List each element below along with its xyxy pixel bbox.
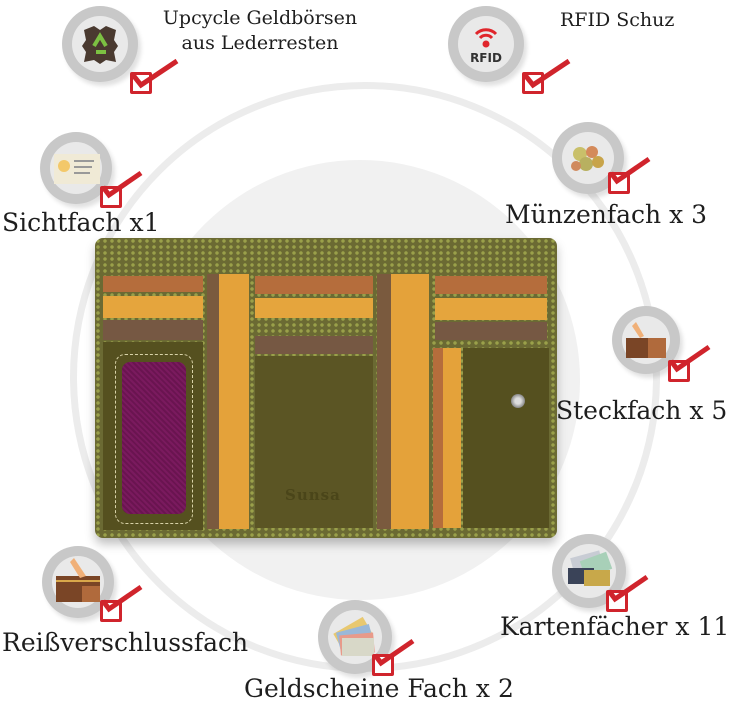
card-slot bbox=[435, 276, 547, 294]
id-window bbox=[122, 362, 186, 514]
feature-label-line: Upcycle Geldbörsen bbox=[162, 7, 358, 29]
card-slot bbox=[435, 322, 547, 340]
feature-label: Upcycle Geldbörsen aus Lederresten bbox=[160, 6, 360, 55]
feature-badge bbox=[62, 6, 138, 82]
card-slot bbox=[103, 276, 203, 292]
credit-cards-icon bbox=[568, 550, 613, 586]
leather-recycle-icon bbox=[82, 26, 118, 64]
feature-badge bbox=[552, 534, 626, 608]
svg-text:RFID: RFID bbox=[470, 51, 502, 65]
id-card-icon bbox=[54, 154, 100, 184]
feature-label: Geldscheine Fach x 2 bbox=[244, 674, 514, 703]
banknotes-icon bbox=[333, 616, 375, 656]
rfid-icon: RFID bbox=[470, 28, 502, 65]
checkmark-icon bbox=[130, 58, 179, 94]
checkmark-icon bbox=[606, 574, 649, 612]
feature-label: Steckfach x 5 bbox=[556, 396, 728, 425]
feature-badge: RFID bbox=[448, 6, 524, 82]
feature-label: RFID Schuz bbox=[560, 9, 675, 31]
snap-button bbox=[511, 394, 525, 408]
wallet-image: Sunsa bbox=[95, 238, 557, 538]
feature-label-line: aus Lederresten bbox=[181, 31, 339, 54]
feature-label: Sichtfach x1 bbox=[2, 208, 160, 237]
checkmark-icon bbox=[372, 638, 415, 676]
feature-badge bbox=[318, 600, 392, 674]
checkmark-icon bbox=[608, 156, 651, 194]
bill-pocket: Sunsa bbox=[255, 356, 373, 528]
card-slot bbox=[255, 336, 373, 354]
feature-label: Reißverschlussfach bbox=[2, 628, 249, 657]
feature-badge bbox=[42, 546, 114, 618]
checkmark-icon bbox=[100, 584, 143, 622]
coins-icon bbox=[571, 146, 604, 171]
checkmark-icon bbox=[100, 170, 143, 208]
card-slot bbox=[255, 298, 373, 318]
card-slot bbox=[435, 298, 547, 320]
zipper-wallet-icon bbox=[56, 558, 100, 602]
card-slot bbox=[255, 276, 373, 294]
feature-label: Münzenfach x 3 bbox=[505, 200, 708, 229]
checkmark-icon bbox=[522, 58, 571, 94]
wallet-pocket-icon bbox=[626, 322, 666, 358]
checkmark-icon bbox=[668, 344, 711, 382]
card-slot bbox=[103, 320, 203, 340]
id-window-panel bbox=[103, 342, 203, 530]
brand-emboss: Sunsa bbox=[285, 486, 341, 504]
coin-pocket-flap bbox=[463, 348, 549, 528]
card-slot bbox=[103, 296, 203, 318]
feature-label: Kartenfächer x 11 bbox=[500, 612, 729, 641]
